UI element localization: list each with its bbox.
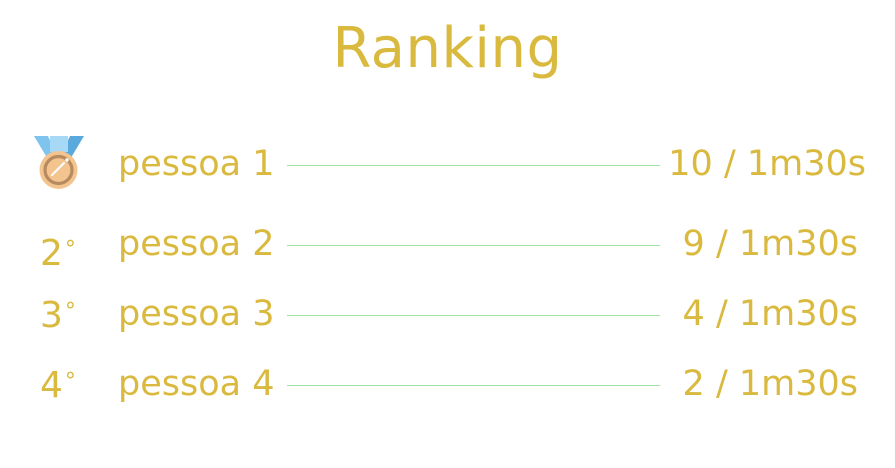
rank-value: 3	[40, 295, 63, 336]
ranking-row-1: pessoa 1 10 / 1m30s	[0, 134, 895, 194]
row-separator	[287, 385, 660, 386]
player-name: pessoa 1	[118, 144, 275, 184]
row-separator	[287, 165, 660, 166]
ranking-row-2: 2° pessoa 2 9 / 1m30s	[0, 214, 895, 274]
row-separator	[287, 245, 660, 246]
row-separator	[287, 315, 660, 316]
rank-number: 2°	[40, 232, 76, 276]
medal-icon	[30, 134, 88, 194]
rank-value: 4	[40, 365, 63, 406]
player-score: 2 / 1m30s	[682, 364, 858, 404]
degree-sign: °	[64, 369, 76, 394]
degree-sign: °	[64, 299, 76, 324]
player-score: 10 / 1m30s	[668, 144, 866, 184]
rank-number: 4°	[40, 364, 76, 408]
player-name: pessoa 2	[118, 224, 275, 264]
rank-number: 3°	[40, 294, 76, 338]
player-name: pessoa 4	[118, 364, 275, 404]
player-score: 4 / 1m30s	[682, 294, 858, 334]
player-name: pessoa 3	[118, 294, 275, 334]
page-title: Ranking	[332, 16, 563, 81]
ranking-row-3: 3° pessoa 3 4 / 1m30s	[0, 284, 895, 344]
rank-value: 2	[40, 233, 63, 274]
player-score: 9 / 1m30s	[682, 224, 858, 264]
ranking-row-4: 4° pessoa 4 2 / 1m30s	[0, 354, 895, 414]
degree-sign: °	[64, 237, 76, 262]
